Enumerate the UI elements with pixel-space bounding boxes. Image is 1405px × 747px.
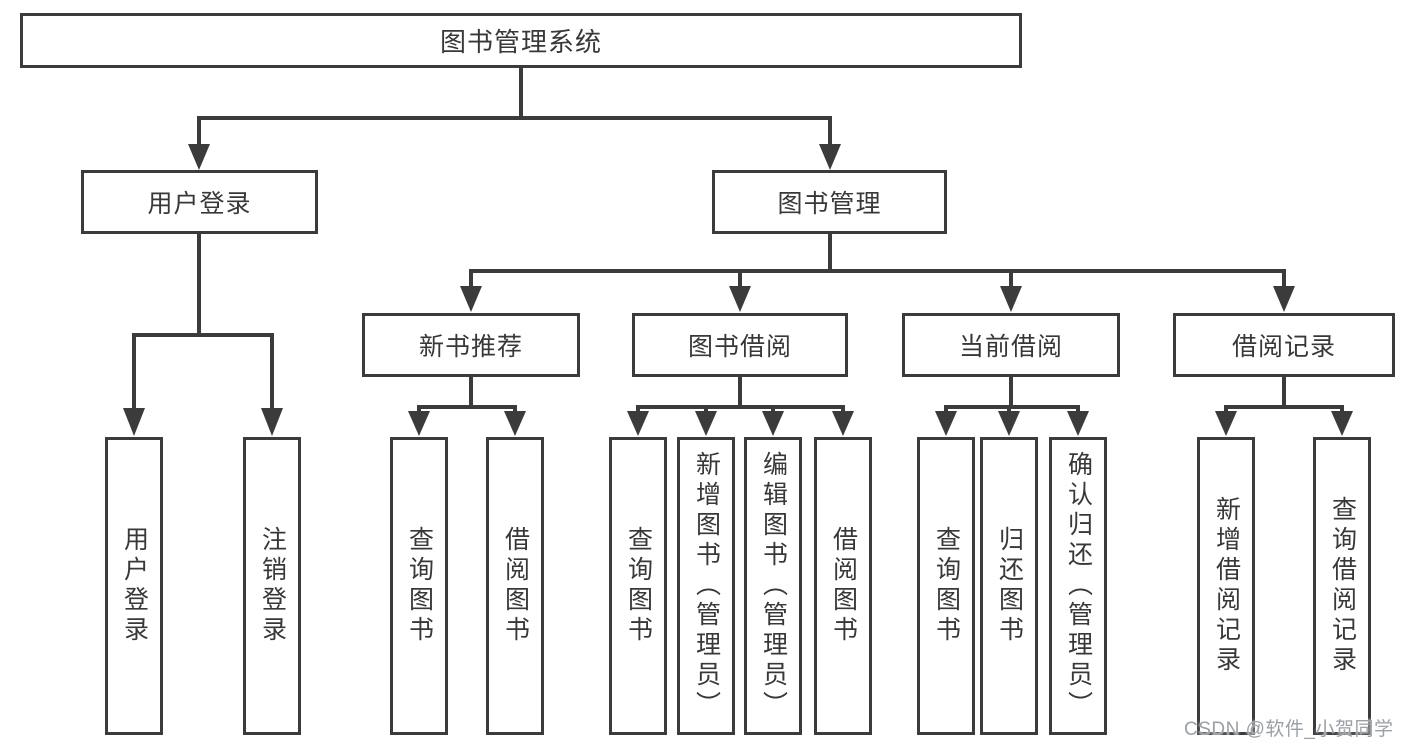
leaf-user-login: 用户登录 [105,437,163,735]
leaf-edit-books-admin: 编辑图书（管理员） [744,437,802,735]
node-book-borrowing: 图书借阅 [632,313,848,377]
node-library-management-system: 图书管理系统 [20,13,1022,68]
leaf-borrow-books: 借阅图书 [814,437,872,735]
leaf-logout: 注销登录 [243,437,301,735]
leaf-borrow-books-recommend: 借阅图书 [486,437,544,735]
leaf-return-books: 归还图书 [980,437,1038,735]
leaf-label: 注销登录 [258,526,287,646]
leaf-search-books-recommend: 查询图书 [390,437,448,735]
node-borrowing-records: 借阅记录 [1173,313,1395,377]
leaf-label: 借阅图书 [501,526,530,646]
leaf-label: 编辑图书（管理员） [759,451,788,721]
leaf-label: 查询图书 [405,526,434,646]
leaf-label: 借阅图书 [829,526,858,646]
csdn-watermark: CSDN @软件_小贺同学 [1184,719,1394,740]
leaf-label: 新增借阅记录 [1212,496,1241,676]
node-book-management: 图书管理 [712,170,947,234]
leaf-label: 确认归还（管理员） [1064,451,1093,721]
node-current-borrowing: 当前借阅 [902,313,1120,377]
leaf-label: 归还图书 [995,526,1024,646]
node-new-book-recommend: 新书推荐 [362,313,580,377]
leaf-label: 查询借阅记录 [1328,496,1357,676]
leaf-confirm-return-admin: 确认归还（管理员） [1049,437,1107,735]
leaf-add-borrow-record: 新增借阅记录 [1197,437,1255,735]
leaf-label: 新增图书（管理员） [692,451,721,721]
leaf-search-borrow-record: 查询借阅记录 [1313,437,1371,735]
leaf-add-books-admin: 新增图书（管理员） [677,437,735,735]
leaf-search-books-current: 查询图书 [917,437,975,735]
node-user-login: 用户登录 [81,170,318,234]
leaf-search-books-borrowing: 查询图书 [609,437,667,735]
leaf-label: 用户登录 [120,526,149,646]
arrowheads [123,144,1353,436]
leaf-label: 查询图书 [932,526,961,646]
leaf-label: 查询图书 [624,526,653,646]
